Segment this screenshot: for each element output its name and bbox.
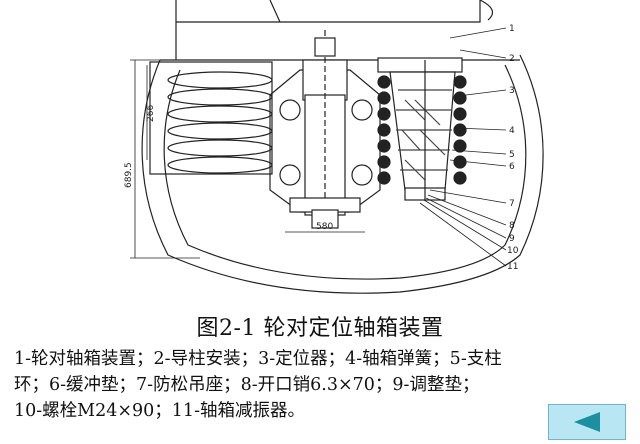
callout-9: 9 xyxy=(509,234,515,244)
callout-6: 6 xyxy=(509,162,515,172)
right-spring-section xyxy=(377,57,467,201)
center-axle-box xyxy=(269,30,381,229)
parts-legend: 1-轮对轴箱装置；2-导柱安装；3-定位器；4-轴箱弹簧；5-支柱 环；6-缓冲… xyxy=(14,346,626,424)
callout-4: 4 xyxy=(509,126,515,136)
dimension-580: 580 xyxy=(316,222,333,232)
callout-numbers: 1 2 3 4 5 6 7 8 9 10 11 xyxy=(507,24,519,272)
back-button[interactable] xyxy=(548,404,626,440)
callout-5: 5 xyxy=(509,150,515,160)
callout-2: 2 xyxy=(509,54,515,64)
dimension-lines xyxy=(130,59,365,259)
figure-caption: 图2-1 轮对定位轴箱装置 xyxy=(196,316,444,341)
frame-top xyxy=(175,0,494,60)
callout-10: 10 xyxy=(507,246,519,256)
callout-1: 1 xyxy=(509,24,515,34)
callout-3: 3 xyxy=(509,86,515,96)
left-spring xyxy=(149,61,273,175)
legend-line: 1-轮对轴箱装置；2-导柱安装；3-定位器；4-轴箱弹簧；5-支柱 xyxy=(14,349,502,369)
dimension-689: 689.5 xyxy=(124,162,134,188)
axle-box-drawing: 266 689.5 580 1 2 3 4 5 6 7 8 9 10 11 xyxy=(124,0,544,294)
left-triangle-icon xyxy=(574,412,600,432)
callout-7: 7 xyxy=(509,199,515,209)
legend-line: 环；6-缓冲垫；7-防松吊座；8-开口销6.3×70；9-调整垫； xyxy=(14,375,480,395)
legend-line: 10-螺栓M24×90；11-轴箱减振器。 xyxy=(14,401,305,421)
wheel-inner-rim xyxy=(163,64,527,280)
wheel-outer-rim xyxy=(141,54,544,294)
callout-11: 11 xyxy=(507,262,518,272)
leader-lines xyxy=(419,27,507,267)
dimension-266: 266 xyxy=(146,105,156,122)
callout-8: 8 xyxy=(509,221,515,231)
